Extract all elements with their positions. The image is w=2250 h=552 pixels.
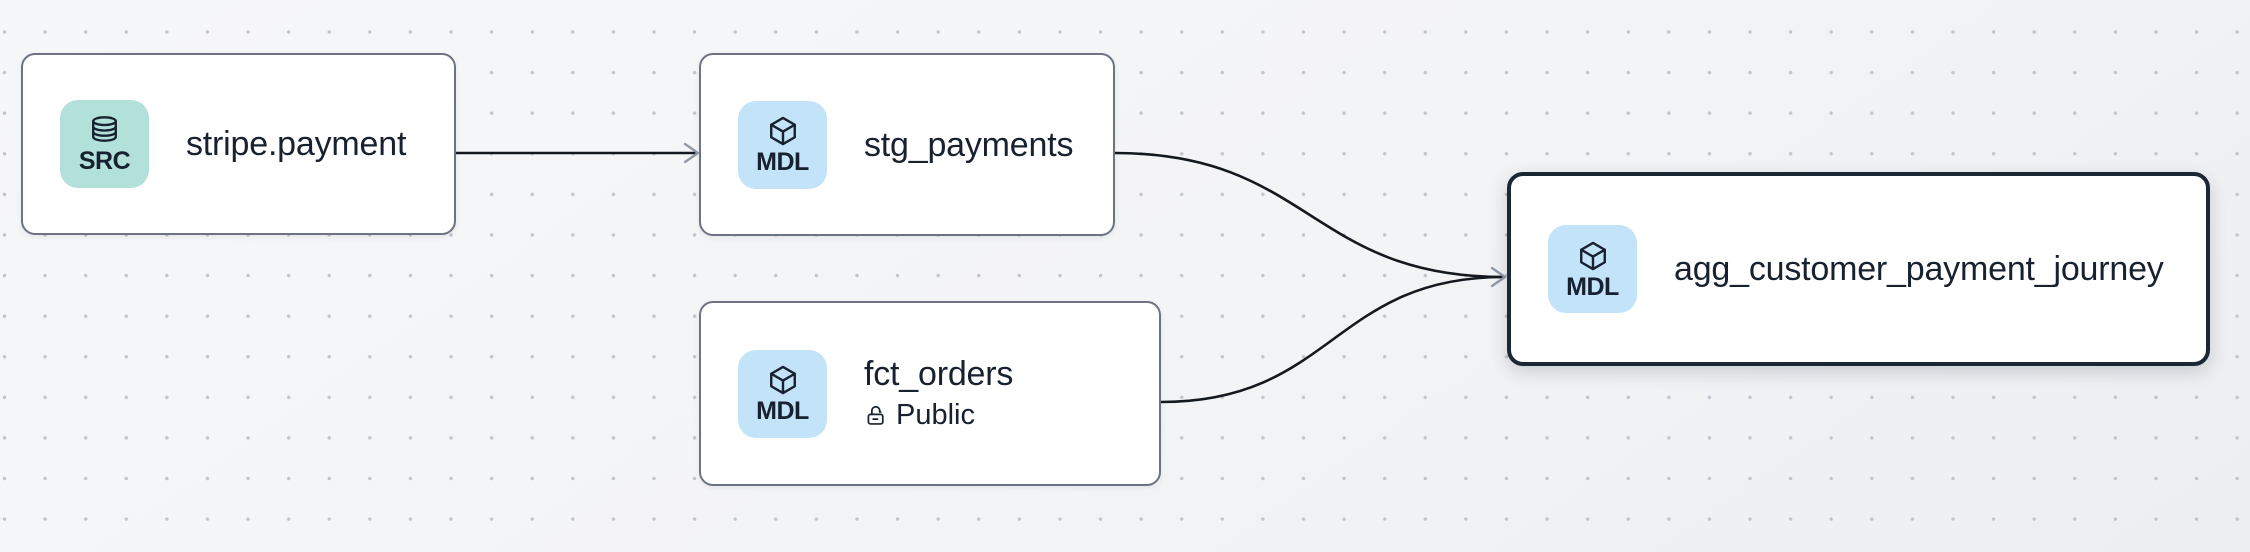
node-fct-orders[interactable]: MDL fct_orders Public (699, 301, 1161, 486)
badge-label: MDL (756, 148, 809, 176)
badge-label: SRC (78, 147, 131, 175)
model-type-badge: MDL (1548, 225, 1637, 313)
edge-stg-payments-to-agg-customer-payment-journey[interactable] (1114, 151, 1505, 279)
database-icon (92, 116, 117, 142)
access-label: Public (896, 399, 975, 431)
node-text-block: fct_orders Public (864, 352, 1013, 436)
arrowhead-icon (1490, 266, 1507, 288)
badge-label: MDL (756, 397, 809, 425)
node-title: stripe.payment (186, 125, 407, 163)
node-stripe-payment[interactable]: SRC stripe.payment (21, 53, 456, 235)
model-type-badge: MDL (738, 349, 827, 438)
unlock-icon (867, 405, 884, 425)
cube-icon (1579, 241, 1606, 270)
node-title: stg_payments (864, 125, 1074, 164)
node-stg-payments[interactable]: MDL stg_payments (699, 53, 1115, 236)
arrowhead-icon (683, 142, 700, 164)
edge-fct-orders-to-agg-customer-payment-journey[interactable] (1160, 275, 1505, 404)
model-type-badge: MDL (738, 100, 827, 189)
access-row: Public (864, 396, 1013, 436)
cube-icon (769, 365, 796, 395)
badge-label: MDL (1566, 272, 1619, 301)
node-title: fct_orders (864, 354, 1014, 393)
node-agg-customer-payment-journey[interactable]: MDL agg_customer_payment_journey (1507, 172, 2210, 366)
source-type-badge: SRC (60, 100, 149, 188)
node-title: agg_customer_payment_journey (1674, 250, 2164, 288)
cube-icon (769, 116, 796, 146)
